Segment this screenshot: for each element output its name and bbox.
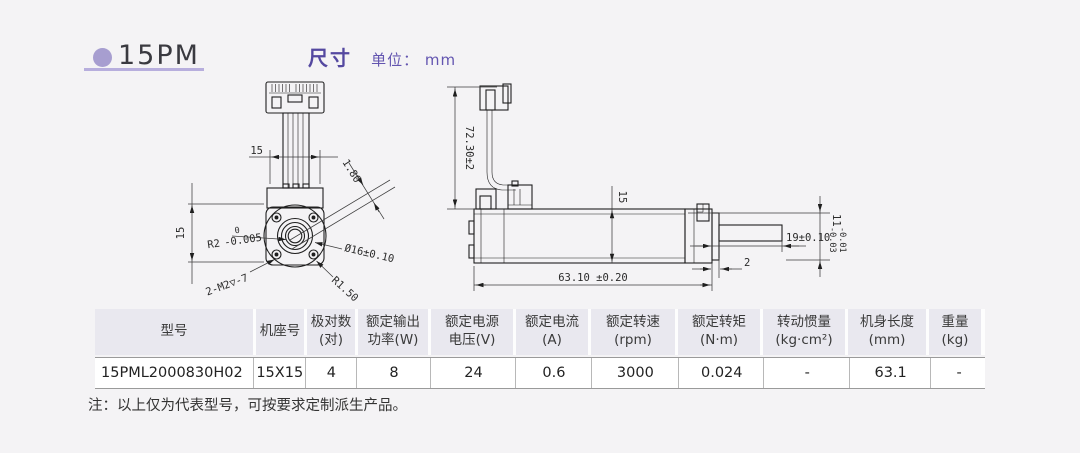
- flat-dim: 1.80: [339, 157, 363, 185]
- col-rated-speed: 额定转速(rpm): [591, 309, 675, 355]
- cell-frame-size: 15X15: [252, 358, 304, 388]
- boss-diameter-dim: 11: [830, 214, 842, 227]
- spec-table-header: 型号 机座号 极对数(对) 额定输出功率(W) 额定电源电压(V) 额定电流(A…: [95, 309, 985, 355]
- col-rated-output-power: 额定输出功率(W): [358, 309, 428, 355]
- pilot-diameter-dim: Ø16±0.10: [343, 242, 395, 265]
- col-pole-pairs: 极对数(对): [307, 309, 355, 355]
- bullet-icon: [93, 48, 112, 67]
- boss-length-dim: 2: [744, 257, 750, 269]
- mounting-holes-dim: 2-M2▽-7: [204, 272, 250, 298]
- section-title: 尺寸: [308, 46, 352, 70]
- front-view: 15 15 1.80 R2 0 -0.005: [175, 81, 395, 304]
- cell-weight: -: [930, 358, 985, 388]
- front-height-dim: 15: [175, 227, 187, 240]
- unit-label: 单位： mm: [371, 51, 457, 69]
- dimension-section-title: 尺寸 单位： mm: [308, 42, 456, 71]
- pilot-radius-dim: R2: [207, 238, 221, 252]
- cell-rated-voltage: 24: [429, 358, 514, 388]
- col-model: 型号: [95, 309, 253, 355]
- spec-table-row: 15PML2000830H02 15X15 4 8 24 0.6 3000 0.…: [95, 357, 985, 389]
- cell-model: 15PML2000830H02: [101, 365, 243, 381]
- shaft-length-dim: 19±0.10: [786, 232, 830, 244]
- col-weight: 重量(kg): [929, 309, 981, 355]
- spec-table: 型号 机座号 极对数(对) 额定输出功率(W) 额定电源电压(V) 额定电流(A…: [95, 309, 985, 389]
- body-length-dim: 63.10 ±0.20: [558, 272, 628, 284]
- title-underline: [84, 68, 204, 71]
- col-frame-size: 机座号: [256, 309, 304, 355]
- body-height-dim: 15: [616, 191, 628, 204]
- col-body-length: 机身长度(mm): [848, 309, 926, 355]
- corner-radius-dim: R1.50: [329, 274, 361, 304]
- col-rotor-inertia: 转动惯量(kg·cm²): [763, 309, 845, 355]
- product-code: 15PM: [118, 40, 200, 71]
- col-rated-torque: 额定转矩(N·m): [678, 309, 760, 355]
- pilot-radius-tol-upper: 0: [234, 226, 240, 237]
- cell-rotor-inertia: -: [763, 358, 847, 388]
- boss-tol-lower: -0.03: [827, 227, 837, 253]
- front-width-dim: 15: [250, 145, 263, 157]
- lead-height-dim: 72.30±2: [463, 126, 475, 170]
- footnote: 注：以上仅为代表型号，可按要求定制派生产品。: [88, 398, 407, 414]
- cell-rated-current: 0.6: [515, 358, 589, 388]
- col-rated-current: 额定电流(A): [516, 309, 588, 355]
- cell-rated-torque: 0.024: [678, 358, 762, 388]
- cell-rated-output-power: 8: [356, 358, 429, 388]
- cell-rated-speed: 3000: [590, 358, 677, 388]
- col-rated-voltage: 额定电源电压(V): [431, 309, 513, 355]
- cell-pole-pairs: 4: [304, 358, 356, 388]
- pilot-radius-tol-lower: -0.005: [223, 232, 262, 249]
- cell-body-length: 63.1: [848, 358, 929, 388]
- side-view: 72.30±2 15 63.10 ±0.20 19±0.10: [447, 83, 847, 291]
- boss-tol-upper: -0.01: [837, 227, 847, 253]
